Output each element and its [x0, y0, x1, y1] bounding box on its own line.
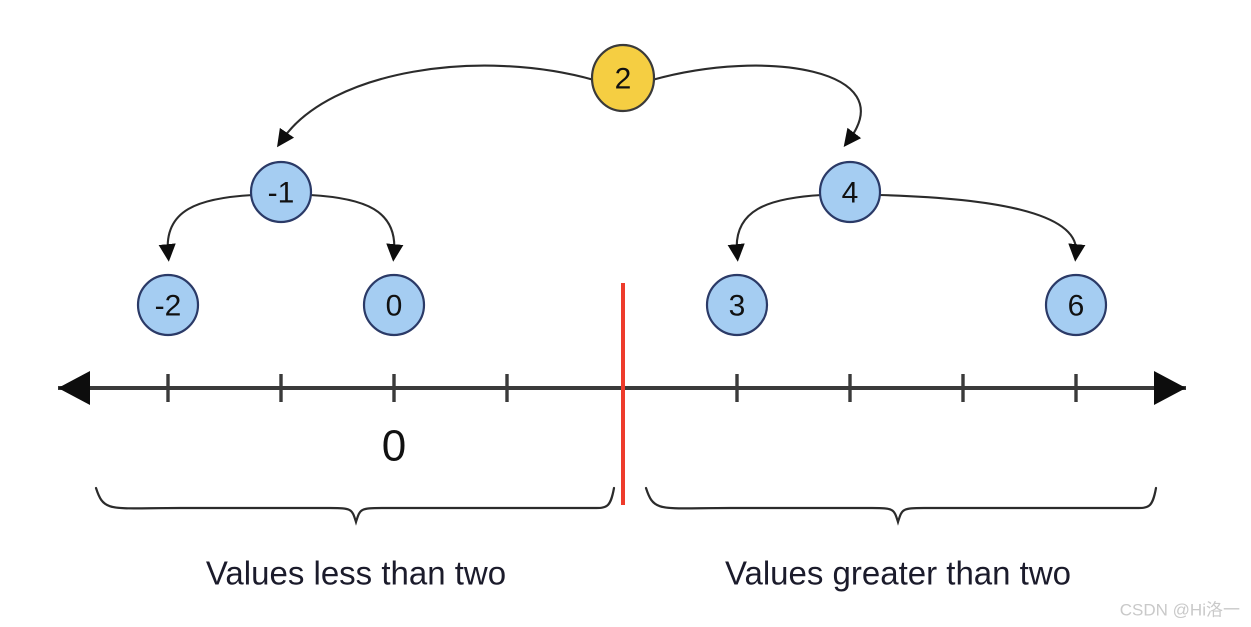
tree-nodes: 2 -1 4 -2 0 3 — [136, 43, 1108, 337]
node-label: 4 — [842, 177, 859, 210]
node-label: 6 — [1068, 290, 1085, 323]
node-2[interactable]: 2 — [590, 43, 656, 113]
edge-root-to-left — [277, 64, 595, 148]
right-caption: Values greater than two — [725, 555, 1071, 592]
watermark: CSDN @Hi洛一 — [1120, 601, 1240, 620]
node-circle — [590, 43, 656, 113]
node-circle — [136, 273, 200, 337]
right-brace — [644, 486, 1158, 526]
tree-edges — [158, 64, 1086, 262]
edge-minus1-to-zero — [309, 193, 404, 262]
node-circle — [818, 160, 882, 224]
node-label: 0 — [386, 290, 403, 323]
node-minus-1[interactable]: -1 — [249, 160, 313, 224]
node-circle — [249, 160, 313, 224]
origin-label: 0 — [382, 422, 406, 471]
node-circle — [705, 273, 769, 337]
edge-four-to-six — [878, 193, 1086, 262]
left-brace — [94, 486, 616, 526]
node-minus-2[interactable]: -2 — [136, 273, 200, 337]
node-label: 2 — [615, 63, 632, 96]
node-0[interactable]: 0 — [362, 273, 426, 337]
edge-four-to-three — [727, 193, 823, 262]
node-label: -2 — [155, 290, 182, 323]
left-caption: Values less than two — [206, 555, 506, 592]
right-group: Values greater than two — [644, 486, 1158, 592]
edge-minus1-to-minus2 — [158, 193, 254, 262]
node-label: 3 — [729, 290, 746, 323]
number-line-ticks — [166, 374, 1078, 402]
right-arrowhead — [1154, 371, 1186, 405]
node-4[interactable]: 4 — [818, 160, 882, 224]
left-arrowhead — [58, 371, 90, 405]
node-circle — [362, 273, 426, 337]
edge-root-to-right — [651, 64, 862, 148]
node-circle — [1044, 273, 1108, 337]
node-6[interactable]: 6 — [1044, 273, 1108, 337]
left-group: Values less than two — [94, 486, 616, 592]
node-label: -1 — [268, 177, 295, 210]
node-3[interactable]: 3 — [705, 273, 769, 337]
